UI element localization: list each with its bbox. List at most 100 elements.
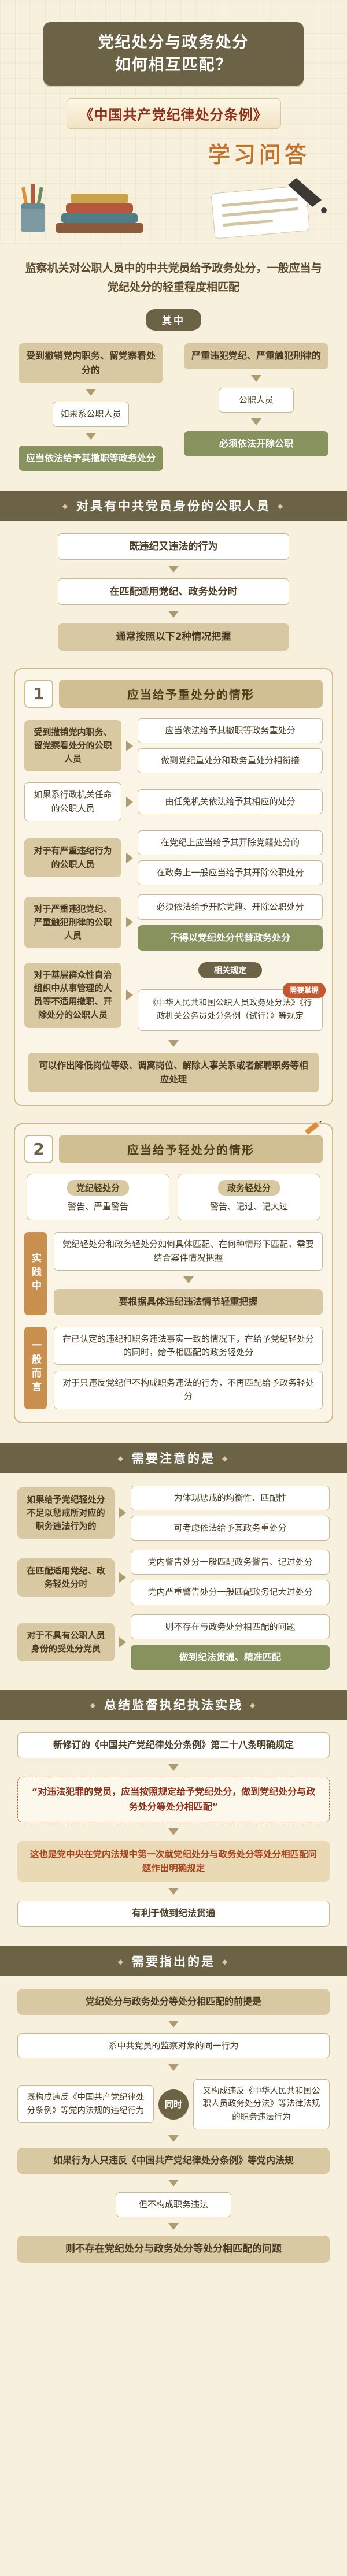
row5-results: 相关规定 《中华人民共和国公职人员政务处分法》《行政机关公务员处分条例（试行）》… bbox=[138, 960, 326, 1031]
arrow-right-icon bbox=[126, 796, 133, 807]
arrow-down-icon bbox=[168, 1764, 179, 1771]
qa-label: 学习问答 bbox=[208, 142, 310, 168]
pointout-but-not: 但不构成职务违法 bbox=[116, 2192, 231, 2218]
arrow-right-icon bbox=[126, 852, 133, 863]
section2-header: 2 应当给予轻处分的情形 bbox=[24, 1134, 323, 1163]
arrow-down-icon bbox=[168, 1040, 179, 1047]
row3-result-2: 在政务上一般应当给予其开除公职处分 bbox=[138, 860, 323, 886]
practice-box-1: 党纪轻处分和政务轻处分如何具体匹配、在何种情形下匹配，需要结合案件情况把握 bbox=[54, 1232, 323, 1271]
pointout-violation-law: 又构成违反《中华人民共和国公职人员政务处分法》等法律法规的职务违法行为 bbox=[193, 2078, 330, 2130]
arrow-down-icon bbox=[168, 2135, 179, 2143]
notice-row1-result-1: 为体现惩戒的均衡性、匹配性 bbox=[131, 1485, 330, 1510]
pencil-icon bbox=[304, 1120, 322, 1135]
flow-left-column: 受到撤销党内职务、留党察看处分的 如果系公职人员 应当依法给予其撤职等政务处分 bbox=[19, 343, 163, 471]
pointout-premise: 党纪处分与政务处分等处分相匹配的前提是 bbox=[17, 1988, 330, 2015]
row4-note: 不得以党纪处分代替政务处分 bbox=[138, 925, 323, 951]
section-light-punishment: 2 应当给予轻处分的情形 党纪轻处分 警告、严重警告 政务轻处分 警告、记过、记… bbox=[14, 1120, 333, 1423]
notice-row2-results: 党内警告处分一般匹配政务警告、记过处分 党内严重警告处分一般匹配政务记大过处分 bbox=[131, 1550, 330, 1605]
notice-row2-result-1: 党内警告处分一般匹配政务警告、记过处分 bbox=[131, 1550, 330, 1575]
arrow-down-icon bbox=[183, 1276, 194, 1283]
arrow-right-icon bbox=[126, 740, 133, 751]
row4-condition: 对于严重违犯党纪、严重触犯刑律的公职人员 bbox=[24, 896, 121, 949]
notice-row2-result-2: 党内严重警告处分一般匹配政务记大过处分 bbox=[131, 1580, 330, 1605]
diamond-icon: ◆ bbox=[278, 502, 285, 510]
pencil-cup-icon bbox=[21, 184, 45, 233]
notice-row1-result-2: 可考虑依法给予其政务重处分 bbox=[131, 1515, 330, 1541]
section2-number-badge: 2 bbox=[24, 1134, 53, 1163]
stationery-illustration bbox=[21, 178, 327, 239]
arrow-right-icon bbox=[126, 990, 133, 1001]
ink-dot-icon bbox=[321, 207, 327, 214]
band1-steps: 既违纪又违法的行为 在匹配适用党纪、政务处分时 通常按照以下2种情况把握 bbox=[58, 533, 289, 651]
party-light-box: 党纪轻处分 警告、严重警告 bbox=[27, 1173, 169, 1221]
diamond-icon: ◆ bbox=[222, 1454, 230, 1463]
page-title: 党纪处分与政务处分 如何相互匹配？ bbox=[43, 22, 304, 86]
diamond-icon: ◆ bbox=[222, 1957, 230, 1966]
need-to-master-tag: 需要掌握 bbox=[282, 982, 326, 998]
intro-text: 监察机关对公职人员中的中共党员给予政务处分，一般应当与党纪处分的轻重程度相匹配 bbox=[25, 262, 322, 294]
paper-pen-icon bbox=[211, 185, 310, 239]
simultaneous-badge: 同时 bbox=[158, 2089, 189, 2120]
flow-right-result: 必须依法开除公职 bbox=[184, 430, 328, 456]
arrow-down-icon bbox=[168, 1828, 179, 1835]
arrow-down-icon bbox=[168, 2063, 179, 2071]
arrow-down-icon bbox=[168, 2223, 179, 2230]
summary-title: 总结监督执纪执法实践 bbox=[104, 1698, 243, 1712]
section1-header: 1 应当给予重处分的情形 bbox=[24, 679, 323, 708]
section1-title: 应当给予重处分的情形 bbox=[59, 679, 323, 708]
notice-title: 需要注意的是 bbox=[132, 1451, 215, 1465]
diamond-icon: ◆ bbox=[117, 1957, 125, 1966]
row2-result: 由任免机关依法给予其相应的处分 bbox=[138, 789, 323, 815]
practice-tab: 实践中 bbox=[24, 1232, 47, 1315]
gov-light-box: 政务轻处分 警告、记过、记大过 bbox=[178, 1173, 320, 1221]
law-reference-box: 《中华人民共和国公职人员政务处分法》《行政机关公务员处分条例（试行）》等规定 需… bbox=[138, 982, 326, 1031]
row5-condition: 对于基层群众性自治组织中从事管理的人员等不适用撤职、开除处分的公职人员 bbox=[24, 962, 121, 1028]
general-row: 一般而言 在已认定的违纪和职务违法事实一致的情况下，在给予党纪轻处分的同时，给予… bbox=[24, 1326, 323, 1409]
band1-title: 对具有中共党员身份的公职人员 bbox=[76, 499, 271, 513]
pointout-title: 需要指出的是 bbox=[132, 1954, 215, 1969]
row3-results: 在党纪上应当给予其开除党籍处分的 在政务上一般应当给予其开除公职处分 bbox=[138, 830, 323, 886]
band1-step1: 既违纪又违法的行为 bbox=[58, 533, 289, 561]
notice-row1-results: 为体现惩戒的均衡性、匹配性 可考虑依法给予其政务重处分 bbox=[131, 1485, 330, 1541]
practice-row: 实践中 党纪轻处分和政务轻处分如何具体匹配、在何种情形下匹配，需要结合案件情况把… bbox=[24, 1232, 323, 1315]
section2-title: 应当给予轻处分的情形 bbox=[59, 1134, 323, 1163]
pointout-both-row: 既构成违反《中国共产党纪律处分条例》等党内法规的违纪行为 同时 又构成违反《中华… bbox=[17, 2078, 330, 2130]
general-box-1: 在已认定的违纪和职务违法事实一致的情况下，在给予党纪轻处分的同时，给予相匹配的政… bbox=[54, 1326, 323, 1365]
diamond-icon: ◆ bbox=[117, 1454, 125, 1463]
band1-step2: 在匹配适用党纪、政务处分时 bbox=[58, 578, 289, 606]
row3-result-1: 在党纪上应当给予其开除党籍处分的 bbox=[138, 830, 323, 855]
notice-row2-condition: 在匹配适用党纪、政务轻处分时 bbox=[17, 1558, 115, 1597]
pointout-subject: 系中共党员的监察对象的同一行为 bbox=[17, 2033, 330, 2058]
notice-row3-result: 则不存在与政务处分相匹配的问题 bbox=[131, 1614, 330, 1639]
notice-row3: 对于不具有公职人员身份的受处分党员 则不存在与政务处分相匹配的问题 做到纪法贯通… bbox=[17, 1614, 330, 1670]
notice-row3-green: 做到纪法贯通、精准匹配 bbox=[131, 1644, 330, 1670]
notice-row3-results: 则不存在与政务处分相匹配的问题 做到纪法贯通、精准匹配 bbox=[131, 1614, 330, 1670]
regulation-quote: “对违法犯罪的党员，应当按照规定给予党纪处分，做到党纪处分与政务处分等处分相匹配… bbox=[17, 1776, 330, 1822]
section1-row2: 如果系行政机关任命的公职人员 由任免机关依法给予其相应的处分 bbox=[24, 782, 323, 821]
flow-left-middle: 如果系公职人员 bbox=[53, 402, 129, 427]
diamond-icon: ◆ bbox=[250, 1701, 257, 1709]
row2-condition: 如果系行政机关任命的公职人员 bbox=[24, 782, 121, 821]
row4-result: 必须依法给予开除党籍、开除公职处分 bbox=[138, 894, 323, 920]
band-summary: ◆总结监督执纪执法实践◆ bbox=[0, 1689, 347, 1720]
header: 党纪处分与政务处分 如何相互匹配？ 《中国共产党纪律处分条例》 学习问答 bbox=[0, 0, 347, 244]
row1-result-2: 做到党纪重处分和政务重处分相衔接 bbox=[138, 748, 323, 774]
flow-right-column: 严重违犯党纪、严重触犯刑律的 公职人员 必须依法开除公职 bbox=[184, 343, 328, 471]
row1-results: 应当依法给予其撤职等政务重处分 做到党纪重处分和政务重处分相衔接 bbox=[138, 718, 323, 774]
pointout-conclusion: 则不存在党纪处分与政务处分等处分相匹配的问题 bbox=[17, 2236, 330, 2263]
summary-intro: 新修订的《中国共产党纪律处分条例》第二十八条明确规定 bbox=[17, 1732, 330, 1758]
band-party-member-officials: ◆对具有中共党员身份的公职人员◆ bbox=[0, 490, 347, 521]
arrow-right-icon bbox=[119, 1636, 126, 1647]
arrow-right-icon bbox=[126, 917, 133, 928]
notice-section: 如果给予党纪轻处分不足以惩戒所对应的职务违法行为的 为体现惩戒的均衡性、匹配性 … bbox=[17, 1485, 330, 1670]
summary-footer: 有利于做到纪法贯通 bbox=[17, 1901, 330, 1927]
general-content: 在已认定的违纪和职务违法事实一致的情况下，在给予党纪轻处分的同时，给予相匹配的政… bbox=[54, 1326, 323, 1409]
bottom-spacer bbox=[0, 2263, 347, 2289]
band-pointout: ◆ 需要指出的是 ◆ bbox=[0, 1946, 347, 1976]
notice-row1: 如果给予党纪轻处分不足以惩戒所对应的职务违法行为的 为体现惩戒的均衡性、匹配性 … bbox=[17, 1485, 330, 1541]
section1-row3: 对于有严重违纪行为的公职人员 在党纪上应当给予其开除党籍处分的 在政务上一般应当… bbox=[24, 830, 323, 886]
book-title: 《中国共产党纪律处分条例》 bbox=[66, 98, 281, 129]
flow-right-condition: 严重违犯党纪、严重触犯刑律的 bbox=[184, 343, 328, 369]
arrow-right-icon bbox=[119, 1508, 126, 1519]
